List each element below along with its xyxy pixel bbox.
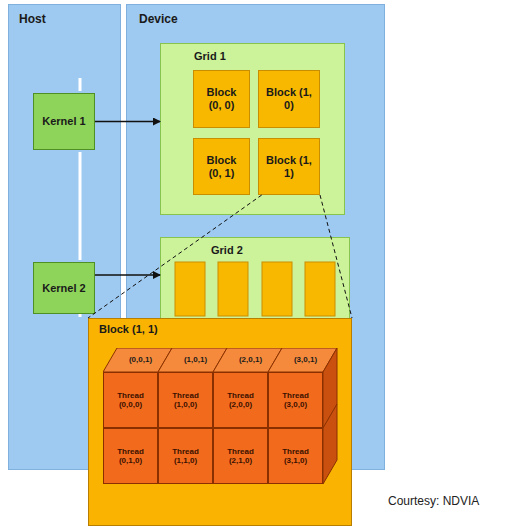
timeline-segment — [79, 152, 82, 260]
thread-cell: Thread (2,0,0) — [213, 372, 268, 428]
node-label: Block (1, 0) — [266, 86, 312, 111]
node-label: (3,0,1) — [294, 355, 317, 364]
grid-box: Grid 1 Block (0, 0) Block (1, 0) Block (0, … — [160, 43, 345, 215]
thread-cell: Thread (1,0,0) — [158, 372, 213, 428]
kernel-box: Kernel 1 — [33, 93, 95, 150]
block-box: Block (0, 1) — [193, 138, 250, 195]
node-label: Thread (3,0,0) — [272, 391, 319, 409]
node-label: Thread (1,0,0) — [162, 391, 209, 409]
timeline-segment — [79, 78, 82, 91]
node-label: Block (1, 1) — [266, 154, 312, 179]
thread-cell: Thread (2,1,0) — [213, 428, 268, 484]
heading-label: Grid 1 — [194, 50, 226, 63]
block-detail-panel: Block (1, 1) (0,0,1) (1,0,1) (2,0,1) (3,0,1)… — [88, 318, 352, 526]
node-label: (2,0,1) — [239, 355, 262, 364]
heading-label: Block (1, 1) — [99, 323, 158, 336]
heading-label: Grid 2 — [211, 244, 243, 257]
node-label: Thread (2,1,0) — [217, 447, 264, 465]
block-box: Block (1, 0) — [258, 70, 320, 128]
small-block — [305, 262, 335, 316]
heading-label: Host — [19, 13, 46, 27]
thread-cube-side — [323, 348, 337, 484]
node-label: Thread (2,0,0) — [217, 391, 264, 409]
node-label: Thread (0,1,0) — [107, 447, 154, 465]
thread-cell: Thread (0,1,0) — [103, 428, 158, 484]
node-label: Kernel 2 — [42, 282, 85, 295]
node-label: Block (0, 0) — [201, 86, 242, 111]
block-box: Block (1, 1) — [258, 138, 320, 195]
heading-label: Device — [139, 13, 178, 27]
small-block — [175, 262, 205, 316]
thread-cell: Thread (3,0,0) — [268, 372, 323, 428]
node-label: Thread (3,1,0) — [272, 447, 319, 465]
block-box: Block (0, 0) — [193, 70, 250, 128]
timeline-segment — [79, 314, 82, 317]
cube-side-edge — [323, 404, 337, 428]
zoom-leader — [88, 195, 262, 318]
cube-side-face — [323, 348, 337, 484]
node-label: Block (0, 1) — [201, 154, 242, 179]
credit-note: Courtesy: NDVIA — [388, 494, 479, 508]
zoom-leader — [320, 195, 352, 318]
thread-cell: Thread (1,1,0) — [158, 428, 213, 484]
node-label: (1,0,1) — [184, 355, 207, 364]
node-label: (0,0,1) — [129, 355, 152, 364]
launch-arrow — [95, 121, 160, 123]
thread-cell: Thread (3,1,0) — [268, 428, 323, 484]
node-label: Thread (0,0,0) — [107, 391, 154, 409]
grid2-blocks — [175, 262, 335, 316]
host-timeline-arrow — [79, 78, 82, 317]
node-label: Kernel 1 — [42, 115, 85, 128]
thread-cell: Thread (0,0,0) — [103, 372, 158, 428]
kernel-box: Kernel 2 — [33, 262, 95, 314]
small-block — [262, 262, 292, 316]
node-label: Thread (1,1,0) — [162, 447, 209, 465]
small-block — [218, 262, 248, 316]
